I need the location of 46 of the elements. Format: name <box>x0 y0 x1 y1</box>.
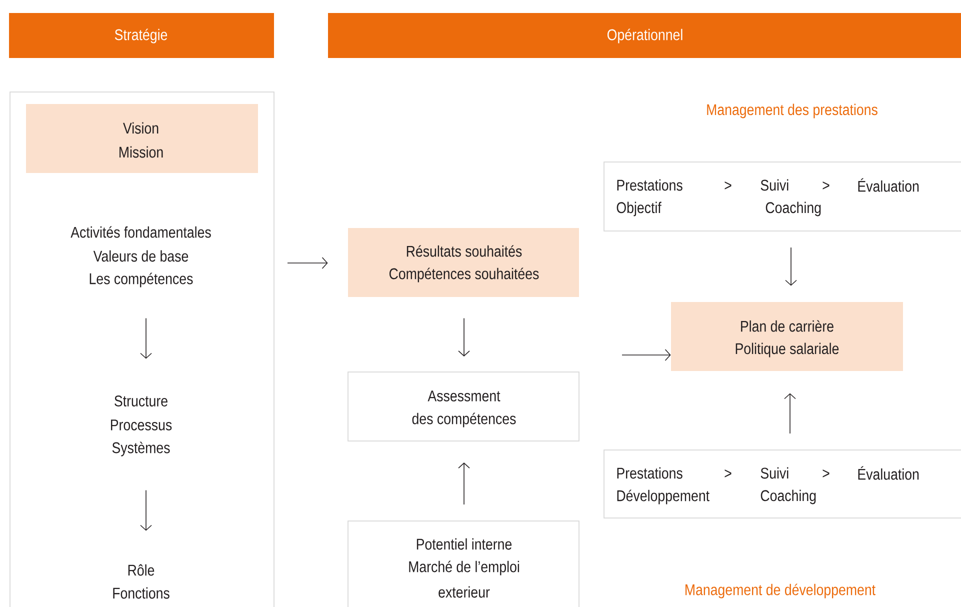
header-label: Stratégie <box>114 28 168 44</box>
heading: Management de développement <box>686 584 876 598</box>
arrow <box>784 393 796 434</box>
text-label: Plan de carrière <box>741 320 834 332</box>
text-label: Mission <box>120 146 163 158</box>
text-label: Objectif <box>616 202 662 216</box>
text-label: Évaluation <box>858 466 919 480</box>
text-label: > <box>822 181 830 190</box>
text-label: Coaching <box>760 490 816 504</box>
text-label: Activités fondamentales <box>70 226 211 238</box>
text-label: Coaching <box>766 202 821 216</box>
text-label: Processus <box>111 420 172 430</box>
text-label: Suivi <box>760 467 788 479</box>
text-label: Prestations <box>617 179 682 191</box>
text-label: Résultats souhaités <box>406 245 522 257</box>
text-label: Politique salariale <box>736 342 839 358</box>
text-label: Prestations <box>617 467 682 479</box>
text-label: Suivi <box>760 179 788 191</box>
text-label: > <box>822 469 830 478</box>
text-label: Évaluation <box>858 178 919 192</box>
text-label: Valeurs de base <box>93 250 188 262</box>
panel-frame <box>10 92 274 607</box>
text-label: Assessment <box>428 390 500 402</box>
text-label: Fonctions <box>113 587 170 599</box>
text-label: Marché de l’emploi <box>409 560 520 576</box>
arrow <box>140 318 152 359</box>
arrow <box>622 349 671 361</box>
arrow <box>458 318 470 356</box>
text-label: Compétences souhaitées <box>389 268 539 282</box>
heading: Management des prestations <box>707 104 878 118</box>
arrow <box>458 462 470 505</box>
text-label: Potentiel interne <box>416 538 512 550</box>
text-label: > <box>724 469 732 478</box>
text-label: Les compétences <box>90 272 193 288</box>
text-label: Vision <box>123 122 158 134</box>
arrow <box>785 247 797 286</box>
text-label: des compétences <box>412 412 516 428</box>
text-label: exterieur <box>438 586 490 598</box>
text-label: Développement <box>617 490 710 504</box>
text-label: > <box>724 181 732 190</box>
text-label: Rôle <box>128 564 154 576</box>
text-label: Structure <box>114 396 168 406</box>
arrow <box>140 490 152 531</box>
header-label: Opérationnel <box>607 28 682 44</box>
text-label: Systèmes <box>112 442 170 456</box>
arrow <box>287 257 328 269</box>
